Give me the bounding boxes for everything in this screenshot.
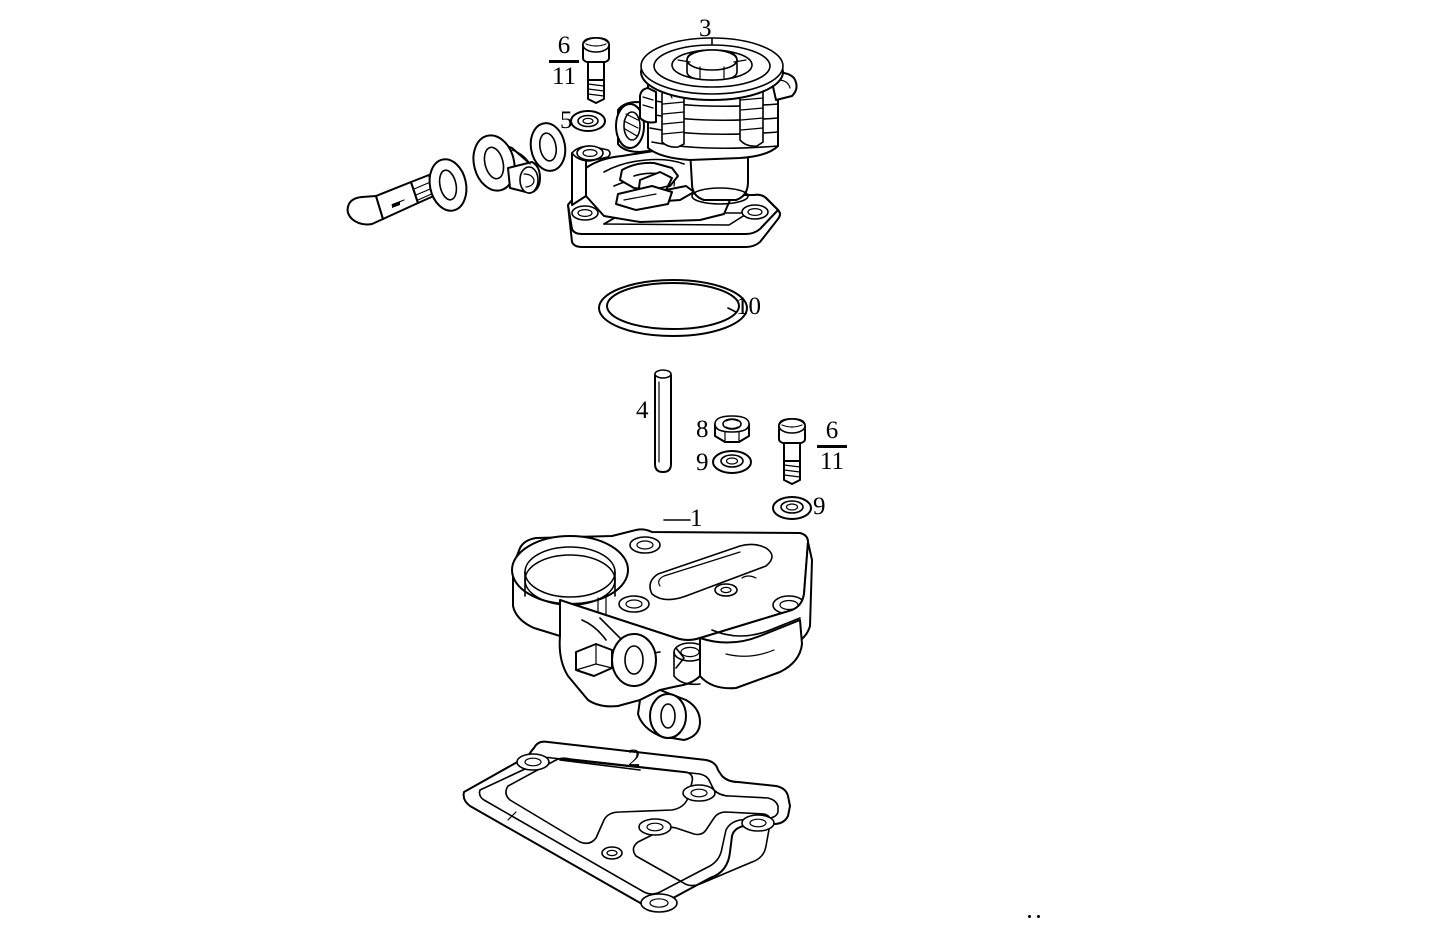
fraction-numerator: 6 bbox=[825, 417, 839, 444]
callout-2: 2 bbox=[628, 745, 641, 772]
leader-10 bbox=[727, 307, 737, 313]
part-flat-washer-lower bbox=[772, 496, 812, 520]
fraction-denominator: 11 bbox=[819, 448, 845, 475]
callout-9-lower: 9 bbox=[813, 493, 826, 520]
part-gasket bbox=[462, 740, 791, 913]
fraction-denominator: 11 bbox=[551, 63, 577, 90]
part-o-ring bbox=[598, 279, 748, 337]
part-valve-housing-assembly bbox=[567, 37, 798, 248]
part-hex-bolt-lower bbox=[778, 418, 806, 485]
fraction-bar bbox=[817, 445, 847, 448]
callout-6-over-11-upper: 6 11 bbox=[549, 33, 579, 89]
part-banjo-eye-fitting bbox=[472, 134, 541, 194]
part-flat-washer-upper bbox=[712, 450, 752, 474]
callout-10: 10 bbox=[736, 293, 761, 320]
callout-4: 4 bbox=[636, 397, 649, 424]
leader-lines bbox=[559, 37, 737, 771]
callout-8: 8 bbox=[696, 416, 709, 443]
callout-9-upper: 9 bbox=[696, 449, 709, 476]
callout-1: 1 bbox=[690, 505, 703, 532]
print-speck-1 bbox=[1028, 915, 1031, 918]
part-sealing-washer-5 bbox=[570, 110, 606, 132]
part-dowel-pin bbox=[654, 369, 672, 473]
part-banjo-washer-a bbox=[428, 158, 468, 212]
part-mounting-bracket bbox=[511, 528, 813, 741]
part-banjo-washer-b bbox=[529, 122, 567, 172]
callout-5: 5 bbox=[560, 107, 573, 134]
part-hex-bolt-upper bbox=[582, 37, 610, 104]
fraction-numerator: 6 bbox=[557, 32, 571, 59]
callout-3: 3 bbox=[699, 15, 712, 42]
print-speck-2 bbox=[1037, 915, 1040, 918]
fraction-bar bbox=[549, 60, 579, 63]
callout-6-over-11-lower: 6 11 bbox=[817, 418, 847, 474]
part-hex-nut bbox=[714, 415, 750, 443]
leader-2 bbox=[559, 759, 641, 771]
part-banjo-assembly bbox=[346, 122, 567, 226]
